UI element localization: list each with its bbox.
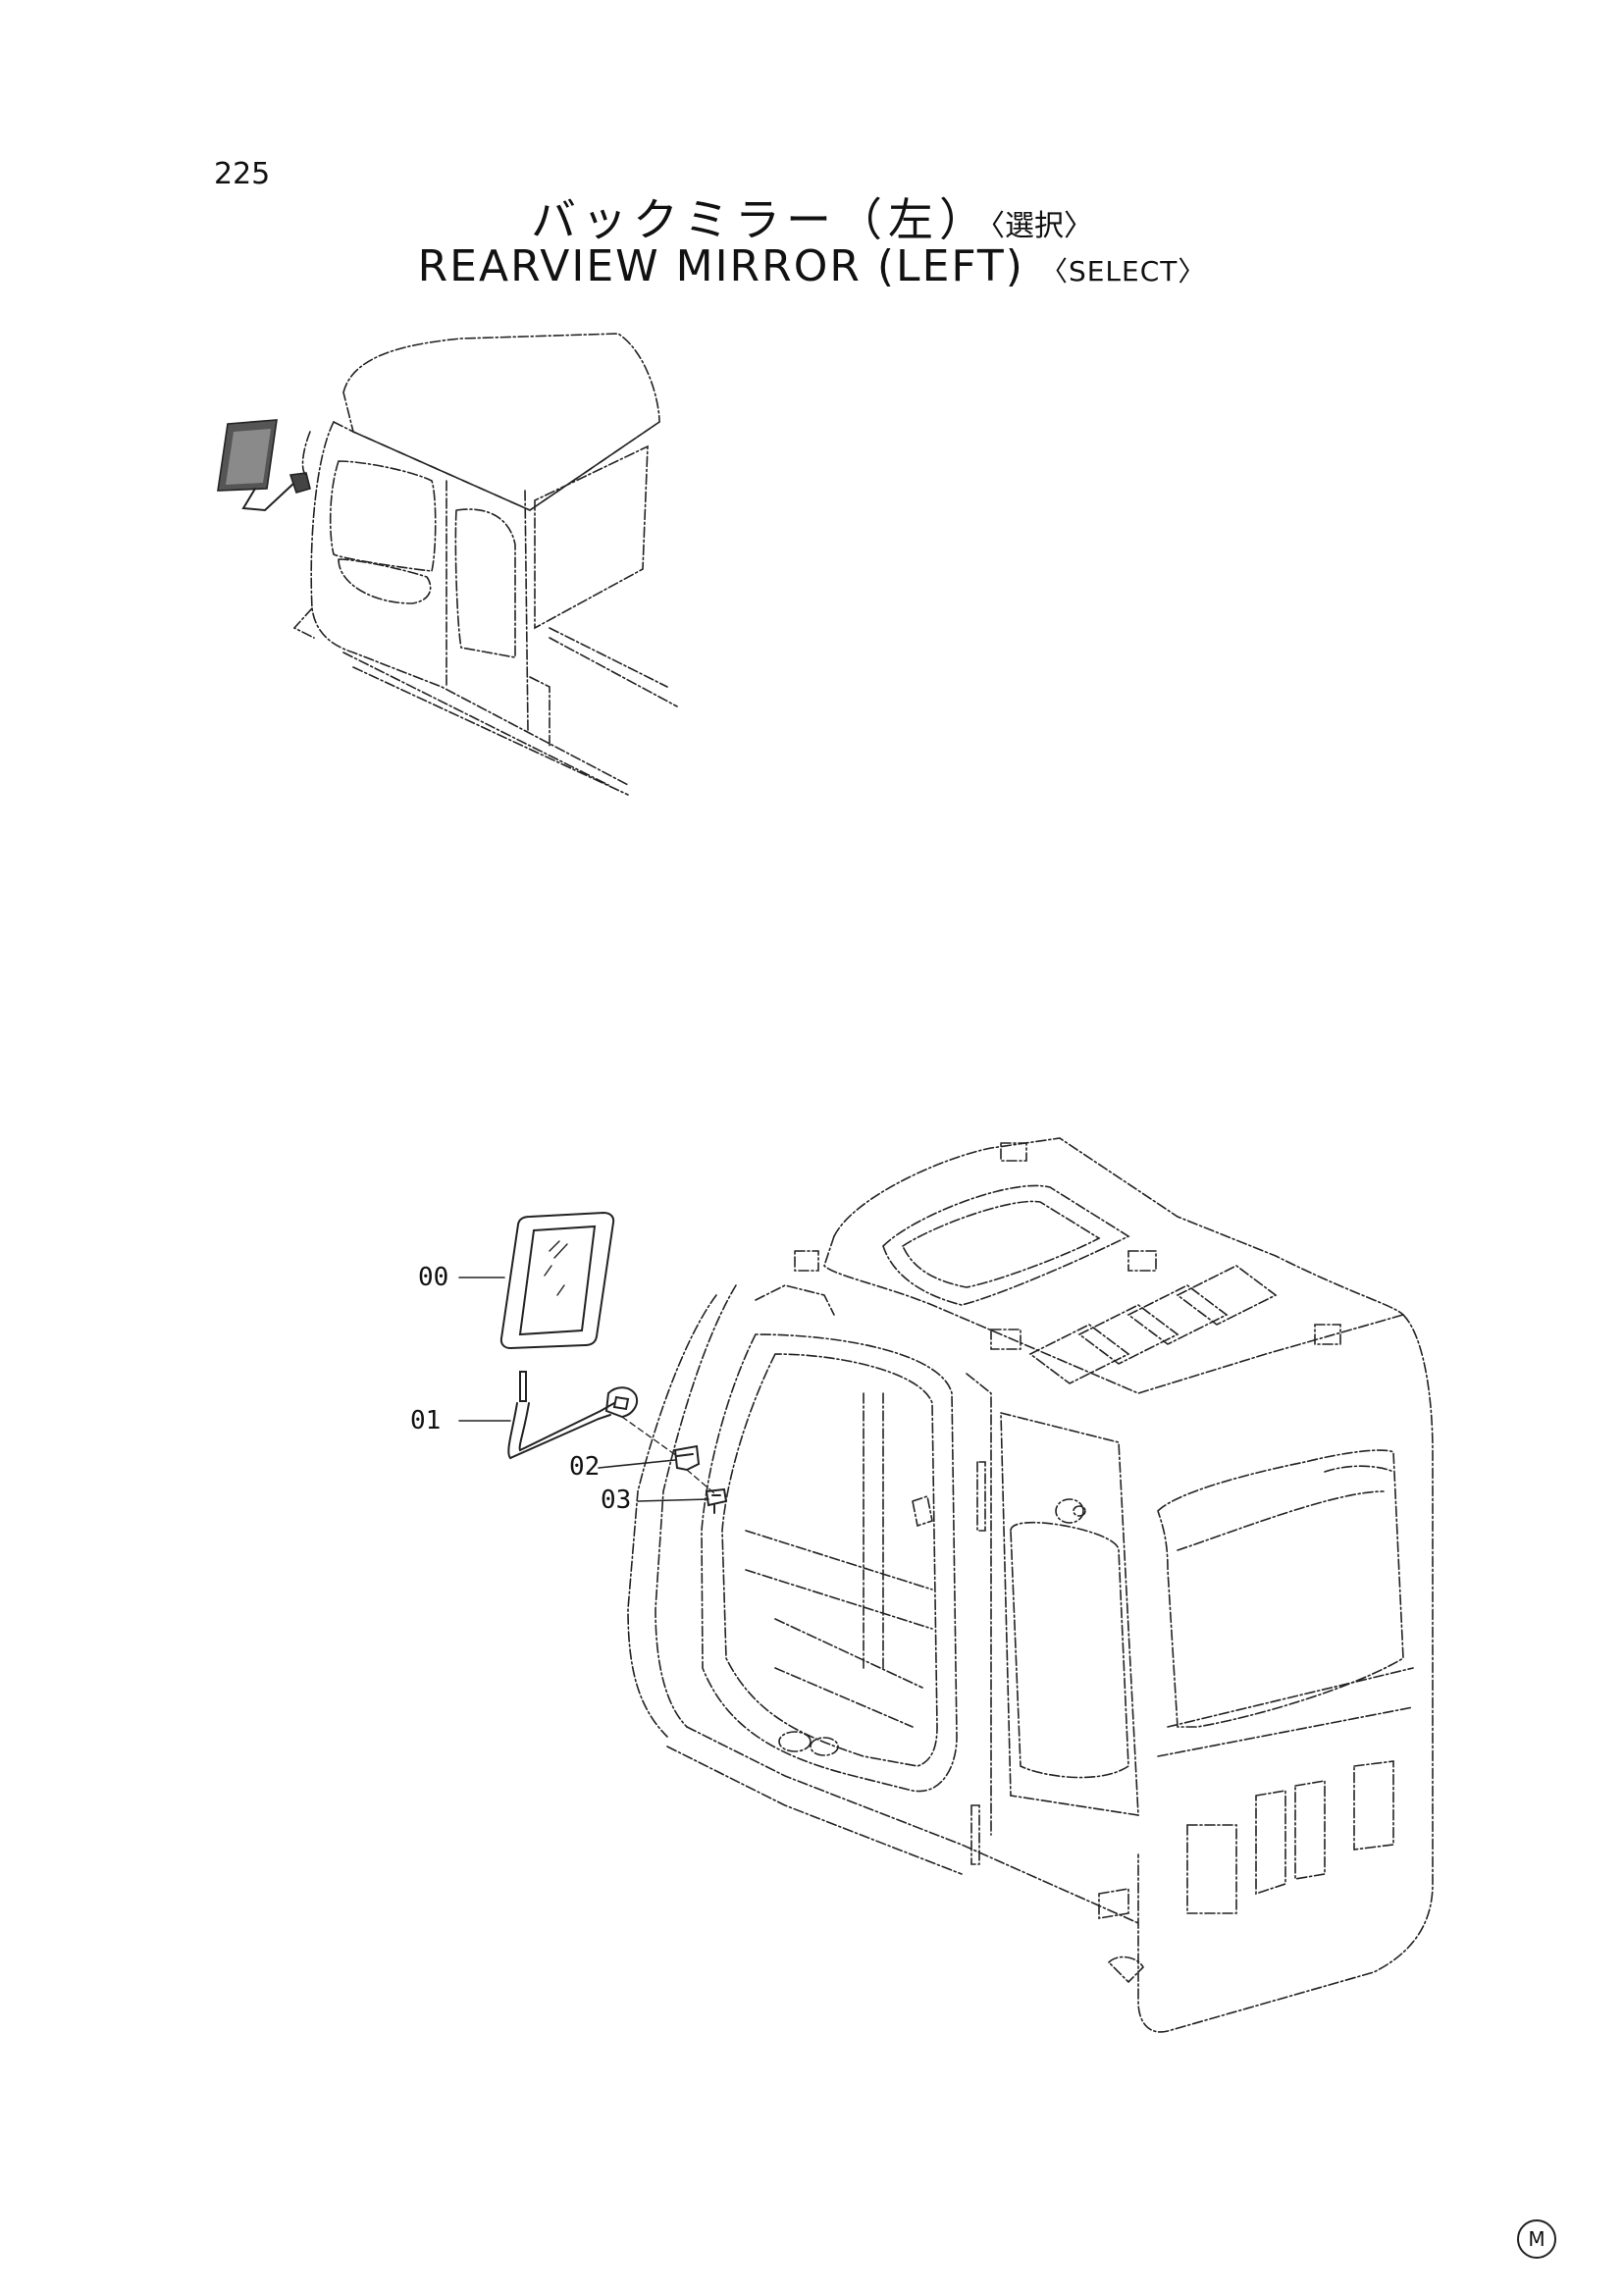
leader-lines: [458, 1277, 709, 1502]
bracket-part-02: [673, 1444, 701, 1472]
main-cab-drawing: [627, 1137, 1434, 2033]
callout-03: 03: [601, 1486, 632, 1515]
overview-mirror: [217, 419, 311, 512]
bolt-part-03: [705, 1487, 728, 1514]
title-english-select: 〈SELECT〉: [1039, 255, 1207, 287]
callout-02: 02: [569, 1452, 601, 1482]
title-english-text: REARVIEW MIRROR (LEFT): [417, 241, 1024, 291]
title-english: REARVIEW MIRROR (LEFT) 〈SELECT〉: [0, 241, 1624, 291]
title-japanese-select: 〈選択〉: [990, 209, 1093, 243]
title-japanese-text: バックミラー（左）: [531, 193, 990, 246]
page-number: 225: [214, 157, 271, 191]
mirror-part-00: [499, 1211, 615, 1350]
overview-cab-drawing: [292, 333, 678, 796]
m-mark-icon: M: [1517, 2219, 1556, 2259]
stay-part-01: [507, 1371, 638, 1460]
callout-00: 00: [418, 1263, 449, 1292]
title-japanese: バックミラー（左）〈選択〉: [0, 184, 1624, 249]
assembly-lines: [621, 1416, 715, 1494]
callout-01: 01: [410, 1406, 442, 1435]
